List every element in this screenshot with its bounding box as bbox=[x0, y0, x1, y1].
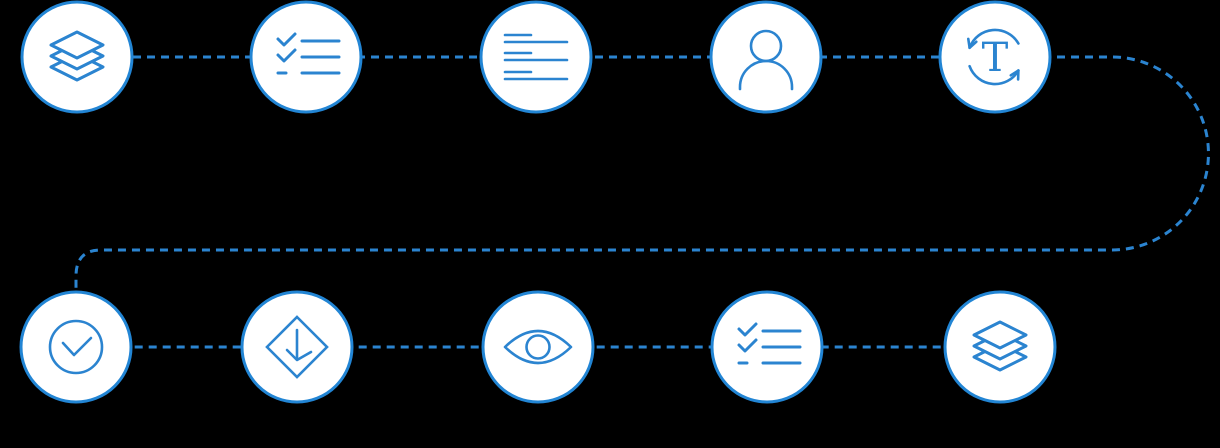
flow-node-layers-top bbox=[20, 0, 134, 114]
check-circle-circle bbox=[19, 290, 133, 404]
flow-node-download-diamond bbox=[240, 290, 354, 404]
flow-node-checklist-bottom bbox=[710, 290, 824, 404]
flow-node-checklist-top bbox=[249, 0, 363, 114]
text-lines-circle bbox=[479, 0, 593, 114]
flow-connector-line bbox=[74, 55, 1210, 349]
flow-node-user bbox=[709, 0, 823, 114]
flow-node-check-circle bbox=[19, 290, 133, 404]
user-circle bbox=[709, 0, 823, 114]
flow-nodes-layer bbox=[19, 0, 1057, 404]
flow-node-text-refresh bbox=[938, 0, 1052, 114]
eye-circle bbox=[481, 290, 595, 404]
flow-node-eye bbox=[481, 290, 595, 404]
flow-node-layers-bottom bbox=[943, 290, 1057, 404]
flow-node-text-lines bbox=[479, 0, 593, 114]
